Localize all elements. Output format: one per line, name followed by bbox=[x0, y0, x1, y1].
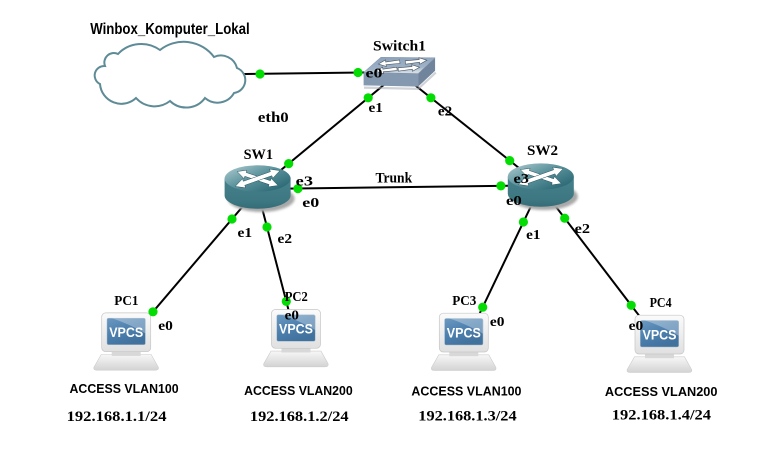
svg-text:e0: e0 bbox=[629, 318, 644, 333]
svg-text:e0: e0 bbox=[302, 195, 319, 210]
svg-text:e1: e1 bbox=[238, 225, 253, 240]
svg-text:ACCESS VLAN100: ACCESS VLAN100 bbox=[411, 384, 521, 399]
svg-text:e3: e3 bbox=[514, 171, 530, 186]
svg-text:Winbox_Komputer_Lokal: Winbox_Komputer_Lokal bbox=[90, 21, 250, 38]
svg-text:192.168.1.3/24: 192.168.1.3/24 bbox=[418, 409, 517, 425]
svg-text:e0: e0 bbox=[366, 65, 383, 80]
svg-text:192.168.1.1/24: 192.168.1.1/24 bbox=[67, 409, 167, 425]
svg-text:e0: e0 bbox=[506, 193, 522, 208]
svg-text:Trunk: Trunk bbox=[376, 171, 413, 187]
svg-text:PC1: PC1 bbox=[114, 294, 138, 309]
svg-text:PC4: PC4 bbox=[650, 296, 672, 311]
svg-text:e2: e2 bbox=[575, 221, 591, 236]
svg-text:ACCESS VLAN200: ACCESS VLAN200 bbox=[244, 383, 353, 398]
svg-text:e0: e0 bbox=[158, 318, 173, 333]
svg-text:SW2: SW2 bbox=[527, 143, 558, 159]
svg-text:ACCESS VLAN200: ACCESS VLAN200 bbox=[605, 384, 718, 399]
svg-text:192.168.1.4/24: 192.168.1.4/24 bbox=[612, 408, 712, 424]
svg-text:SW1: SW1 bbox=[244, 147, 273, 163]
svg-text:e0: e0 bbox=[285, 308, 300, 323]
svg-text:e0: e0 bbox=[490, 314, 505, 329]
svg-text:e1: e1 bbox=[369, 100, 384, 115]
svg-text:eth0: eth0 bbox=[258, 110, 289, 126]
svg-text:PC3: PC3 bbox=[452, 294, 476, 309]
svg-text:Switch1: Switch1 bbox=[373, 39, 426, 55]
svg-text:e1: e1 bbox=[526, 227, 541, 242]
svg-text:ACCESS VLAN100: ACCESS VLAN100 bbox=[70, 381, 179, 396]
svg-text:e2: e2 bbox=[438, 104, 453, 119]
svg-text:192.168.1.2/24: 192.168.1.2/24 bbox=[250, 409, 349, 425]
svg-text:PC2: PC2 bbox=[285, 290, 308, 305]
svg-text:e2: e2 bbox=[278, 231, 293, 246]
svg-text:e3: e3 bbox=[296, 173, 314, 188]
